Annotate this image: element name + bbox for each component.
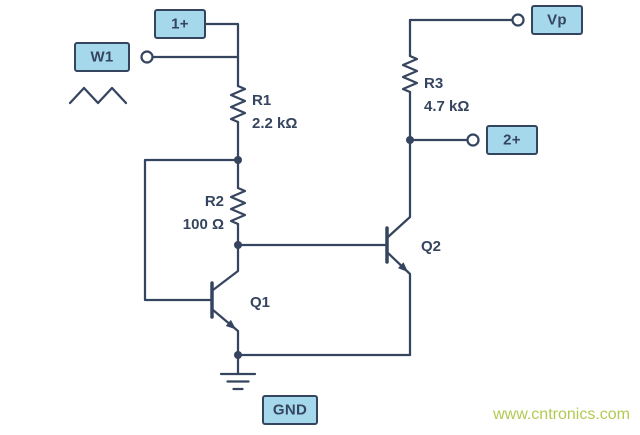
terminal-label-vp: Vp bbox=[531, 5, 583, 35]
gnd-label: GND bbox=[273, 402, 307, 419]
junction-dot-nodeC bbox=[406, 136, 414, 144]
w1-label: W1 bbox=[90, 49, 113, 66]
terminal-label-w1: W1 bbox=[74, 42, 130, 72]
terminal-circle-ch2 bbox=[466, 133, 480, 147]
junction-dot-nodeA bbox=[234, 156, 242, 164]
wire-nodeA-to-q1-base bbox=[143, 158, 240, 302]
q1-emitter-lead bbox=[211, 308, 240, 357]
terminal-label-ch1: 1+ bbox=[154, 9, 206, 39]
terminal-circle-vp bbox=[511, 13, 525, 27]
ground-symbol bbox=[219, 353, 257, 391]
junction-dot-nodeB bbox=[234, 241, 242, 249]
r3-value: 4.7 kΩ bbox=[424, 98, 469, 115]
q2-emitter-lead bbox=[386, 251, 412, 357]
q1-collector-lead bbox=[211, 243, 240, 292]
w1-label-box bbox=[74, 42, 130, 72]
resistor-r3-symbol bbox=[401, 54, 419, 94]
ch1-label: 1+ bbox=[171, 16, 189, 33]
resistor-r1-symbol bbox=[229, 84, 247, 124]
terminal-circle-w1 bbox=[140, 50, 154, 64]
terminal-label-ch2: 2+ bbox=[486, 125, 538, 155]
r2-value: 100 Ω bbox=[183, 216, 224, 233]
vp-label-box bbox=[531, 5, 583, 35]
r3-name: R3 bbox=[424, 75, 443, 92]
wire-ch1-to-r1 bbox=[204, 22, 240, 88]
resistor-r2-symbol bbox=[229, 186, 247, 226]
transistor-q2 bbox=[385, 138, 412, 357]
triangle-wave-icon bbox=[68, 86, 128, 105]
gnd-label-box bbox=[262, 395, 318, 425]
r2-name: R2 bbox=[205, 193, 224, 210]
q2-collector-lead bbox=[386, 138, 412, 239]
q1-emitter-arrow-icon bbox=[225, 319, 236, 330]
r1-name: R1 bbox=[252, 92, 271, 109]
watermark-text: www.cntronics.com bbox=[492, 406, 630, 423]
q2-emitter-arrow-icon bbox=[398, 262, 408, 273]
q1-name: Q1 bbox=[250, 294, 270, 311]
transistor-q1 bbox=[210, 243, 240, 357]
ch1-label-box bbox=[154, 9, 206, 39]
vp-label: Vp bbox=[547, 12, 567, 29]
q2-name: Q2 bbox=[421, 238, 441, 255]
junction-dot-ground bbox=[234, 351, 242, 359]
terminal-label-gnd: GND bbox=[262, 395, 318, 425]
ch2-label-box bbox=[486, 125, 538, 155]
ch2-label: 2+ bbox=[503, 132, 521, 149]
r1-value: 2.2 kΩ bbox=[252, 115, 297, 132]
